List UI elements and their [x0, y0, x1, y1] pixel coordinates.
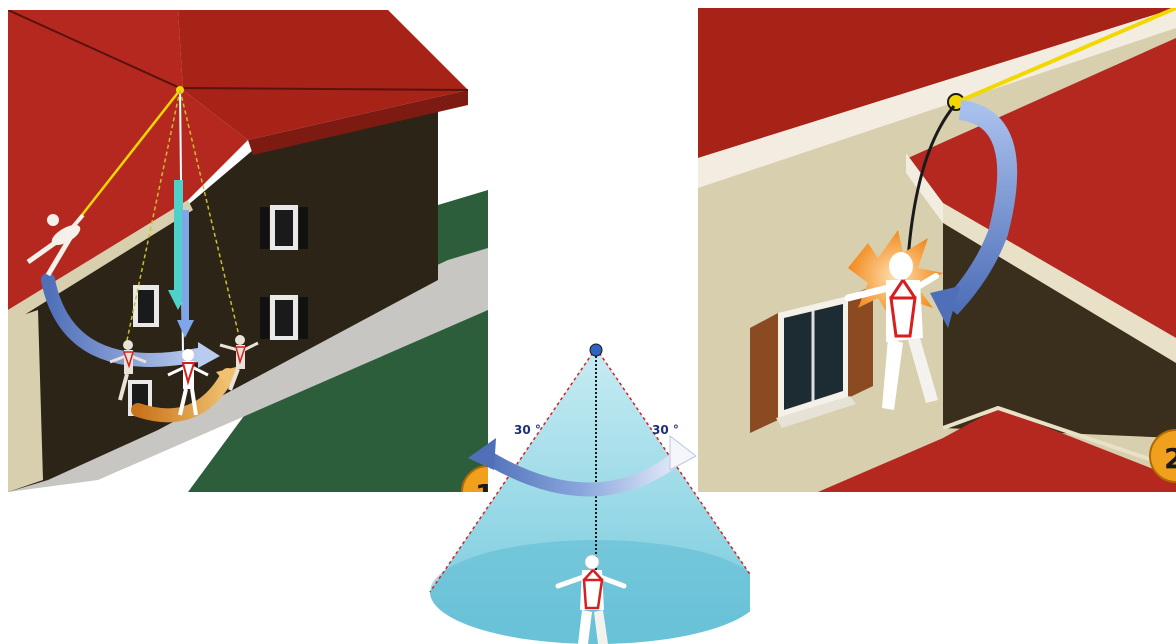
anchor-point-icon [590, 344, 602, 356]
fall-arrow-blue [182, 210, 189, 320]
house-illustration: 1 [8, 10, 488, 492]
angle-label-right: 30 ° [652, 423, 679, 437]
cone-illustration: 30 ° 30 ° [420, 330, 750, 644]
panel-1-house-scene: 1 [8, 10, 488, 492]
panel-2-edge-scene: 2 [698, 8, 1176, 492]
badge-2-label: 2 [1164, 442, 1176, 475]
swing-cone-diagram: 30 ° 30 ° [420, 330, 750, 644]
edge-illustration: 2 [698, 8, 1176, 492]
fall-arrow-cyan [174, 180, 183, 290]
window-icon [260, 205, 308, 250]
window-icon [260, 295, 308, 340]
house-side-wall [8, 310, 43, 492]
angle-label-left: 30 ° [514, 423, 541, 437]
